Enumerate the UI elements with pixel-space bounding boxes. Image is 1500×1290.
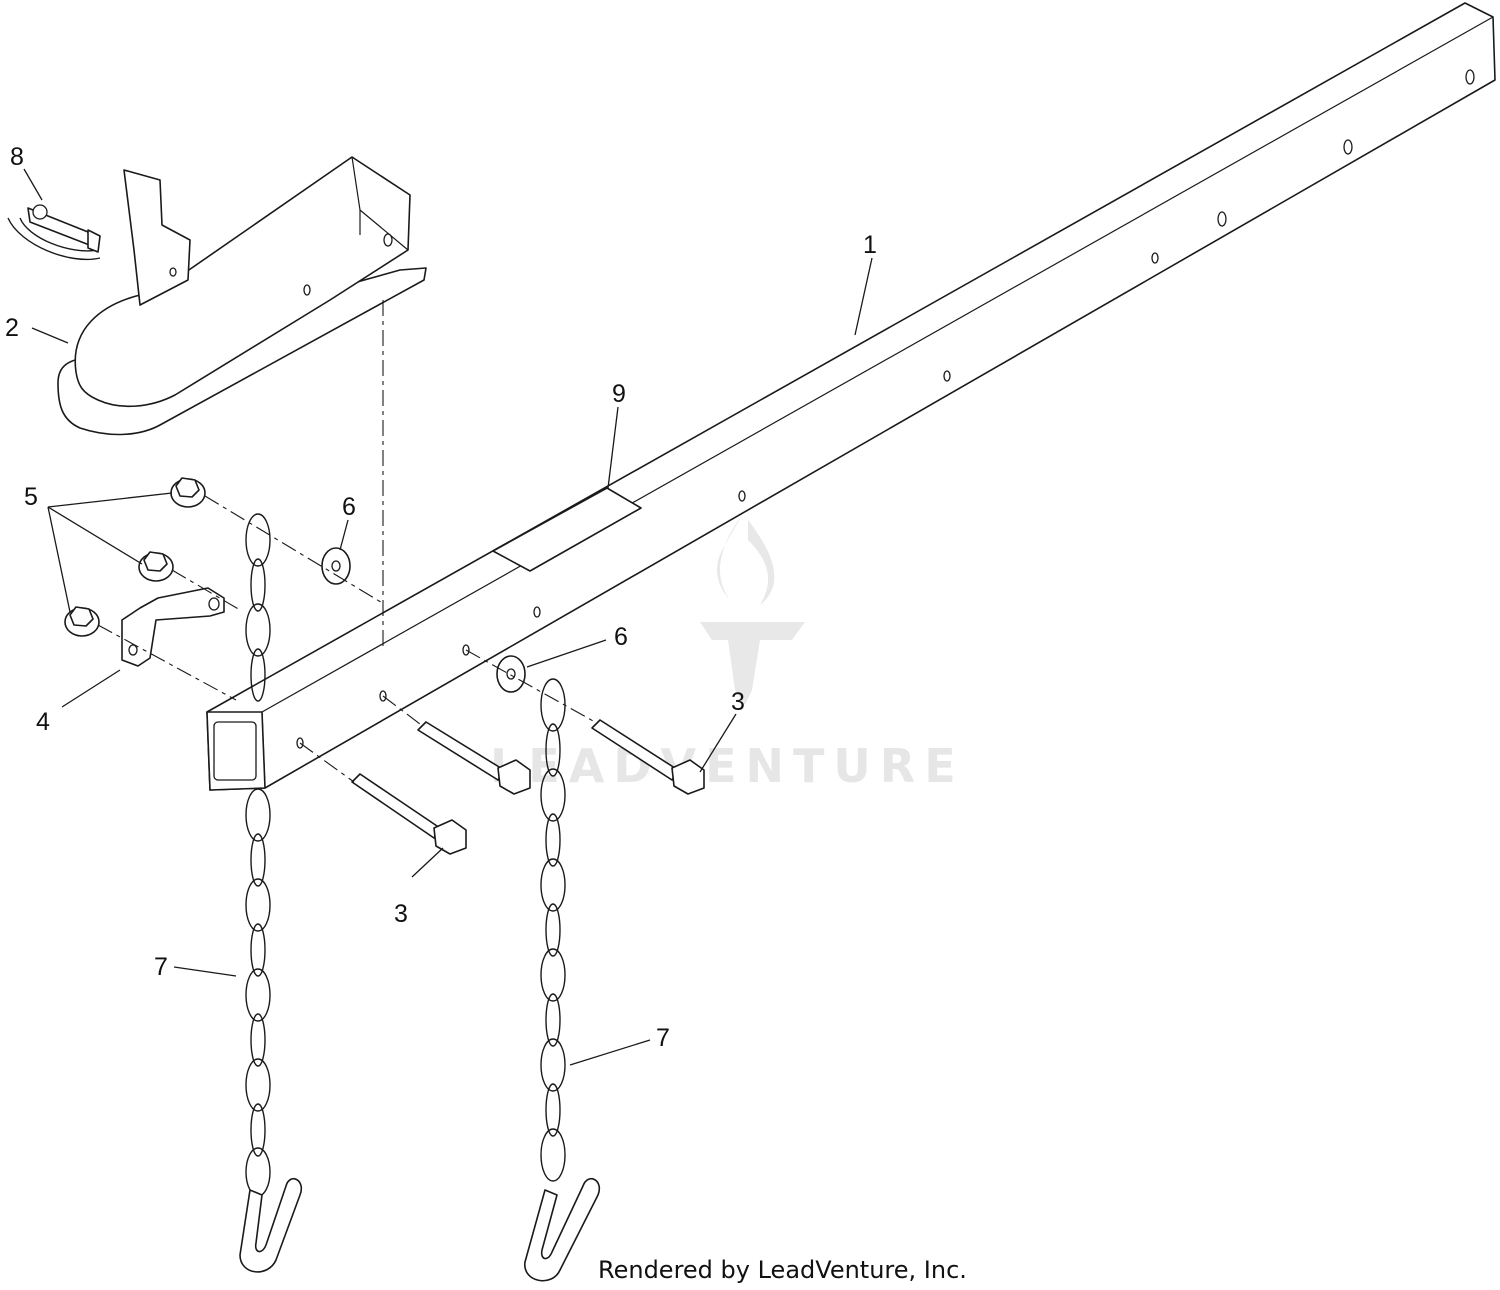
callout-2: 2 [5, 314, 19, 342]
alignment-line [382, 695, 421, 725]
safety-chain-left [239, 513, 303, 1273]
leader-7a [173, 966, 237, 977]
callout-6a: 6 [342, 493, 356, 521]
callout-3a: 3 [394, 900, 408, 928]
watermark-text: LEADVENTURE [490, 739, 965, 793]
bolt-2 [417, 721, 531, 795]
alignment-line [299, 742, 355, 783]
alignment-line [97, 624, 237, 701]
callout-8: 8 [10, 143, 24, 171]
leader-7b [569, 1039, 651, 1066]
leader-5a [47, 492, 173, 508]
decal [492, 487, 642, 572]
callout-5: 5 [24, 483, 38, 511]
alignment-line [171, 569, 241, 611]
bolt-1 [351, 773, 467, 855]
rendered-by-footer: Rendered by LeadVenture, Inc. [598, 1256, 967, 1284]
callout-7b: 7 [656, 1024, 670, 1052]
leader-4 [61, 669, 121, 708]
leader-2 [31, 327, 69, 344]
flange-nut-2 [138, 551, 174, 582]
alignment-line [465, 649, 596, 723]
leader-3b [699, 713, 737, 773]
hitch-coupler [57, 156, 427, 436]
leader-3a [411, 847, 444, 878]
watermark-logo: LEADVENTURE [490, 515, 965, 793]
flange-nut-1 [170, 477, 206, 508]
alignment-line [204, 495, 385, 605]
callout-6b: 6 [614, 623, 628, 651]
hitch-tube [206, 2, 1496, 791]
washer-1 [321, 547, 351, 585]
callout-3b: 3 [731, 688, 745, 716]
leader-1 [854, 257, 873, 336]
bolt-3 [591, 719, 705, 795]
leader-9 [607, 406, 619, 489]
flange-nut-3 [64, 606, 100, 637]
leader-8 [23, 168, 43, 201]
washer-2 [496, 655, 526, 693]
callout-9: 9 [612, 380, 626, 408]
chain-bracket [121, 587, 225, 667]
lynch-pin [7, 204, 101, 260]
leader-5c [47, 506, 71, 613]
leader-5b [47, 506, 143, 565]
leader-6a [339, 519, 349, 551]
callout-4: 4 [36, 708, 50, 736]
leader-6b [526, 639, 607, 668]
callout-7a: 7 [154, 953, 168, 981]
callout-1: 1 [863, 231, 877, 259]
